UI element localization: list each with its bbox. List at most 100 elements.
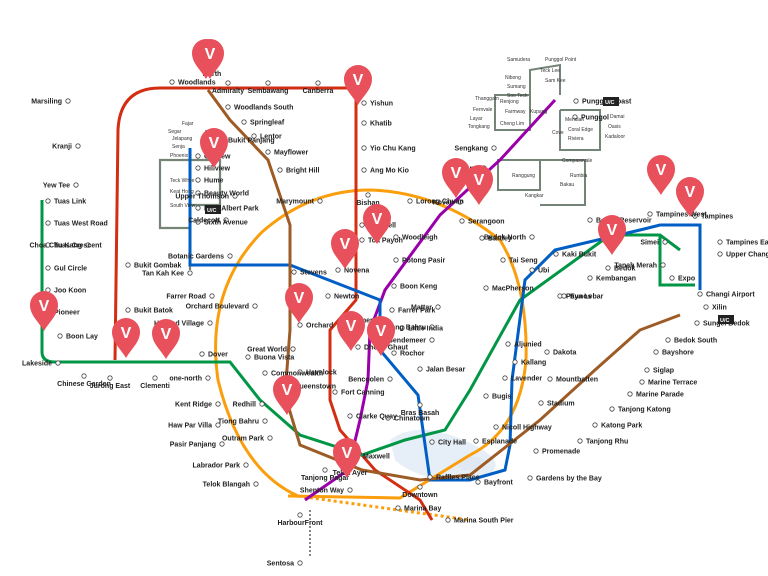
lrt-station-label[interactable]: Teck Lee [540,68,560,74]
station-label[interactable]: Expo [678,276,695,283]
lrt-station-label[interactable]: Kangkar [525,193,544,199]
station-label[interactable]: Bayfront [484,480,513,487]
map-pin-icon[interactable]: V [676,177,704,217]
station-label[interactable]: Nicoll Highway [502,425,552,432]
station-label[interactable]: Sixth Avenue [204,220,248,227]
station-label[interactable]: Bedok [614,266,636,273]
lrt-station-label[interactable]: Sumang [507,84,526,90]
station-label[interactable]: Simei [640,240,659,247]
lrt-station-label[interactable]: Ranggung [512,173,535,179]
station-label[interactable]: Caldecott [188,218,221,225]
map-pin-icon[interactable]: V [331,229,359,269]
station-label[interactable]: Tampines [701,214,733,221]
station-label[interactable]: Springleaf [250,120,285,127]
station-label[interactable]: Marymount [276,199,314,206]
station-label[interactable]: Choa Chu Kang [30,243,83,250]
map-pin-icon[interactable]: V [285,283,313,323]
lrt-station-label[interactable]: Samudera [507,57,530,63]
station-label[interactable]: Xilin [712,305,727,312]
station-label[interactable]: Gardens by the Bay [536,476,602,483]
station-label[interactable]: Novena [344,268,369,275]
station-label[interactable]: Kaki Bukit [562,252,597,259]
station-label[interactable]: Farrer Road [166,294,206,301]
station-label[interactable]: Dakota [553,350,576,357]
station-label[interactable]: Upper Changi [726,252,768,259]
station-label[interactable]: Yishun [370,101,393,108]
station-label[interactable]: Redhill [233,402,256,409]
station-label[interactable]: Queenstown [294,384,336,391]
station-label[interactable]: Maxwell [363,454,390,461]
station-label[interactable]: Yio Chu Kang [370,146,416,153]
station-label[interactable]: Marina South Pier [454,518,514,525]
map-pin-icon[interactable]: V [598,215,626,255]
station-label[interactable]: Hume [204,178,224,185]
station-label[interactable]: Toa Payoh [368,238,403,245]
map-pin-icon[interactable]: V [152,319,180,359]
map-pin-icon[interactable]: V [367,316,395,356]
station-label[interactable]: Potong Pasir [402,258,445,265]
station-label[interactable]: Sentosa [267,561,294,568]
station-label[interactable]: Gul Circle [54,266,87,273]
station-label[interactable]: Mattar [411,305,432,312]
lrt-station-label[interactable]: Nibong [505,75,521,81]
station-label[interactable]: Siglap [653,368,674,375]
lrt-station-label[interactable]: Farmway [505,109,526,115]
station-label[interactable]: Botanic Gardens [168,254,224,261]
map-pin-icon[interactable]: V [30,291,58,331]
station-label[interactable]: Bedok North [484,235,526,242]
station-label[interactable]: Pioneer [54,310,80,317]
lrt-station-label[interactable]: Meridian [565,117,584,123]
lrt-station-label[interactable]: Keat Hong [170,189,194,195]
station-label[interactable]: Khatib [370,121,392,128]
lrt-station-label[interactable]: Rumbia [570,173,587,179]
station-label[interactable]: Serangoon [468,219,505,226]
station-label[interactable]: Labrador Park [193,463,241,470]
station-label[interactable]: Bras Basah [401,410,440,417]
map-pin-icon[interactable]: V [363,204,391,244]
station-label[interactable]: Tanah Merah [614,263,657,270]
station-label[interactable]: Little India [408,326,443,333]
station-label[interactable]: Promenade [542,449,580,456]
lrt-station-label[interactable]: Kupang [530,109,547,115]
station-label[interactable]: Sembawang [248,88,289,95]
lrt-station-label[interactable]: Jelapang [172,136,193,142]
station-label[interactable]: Bedok South [674,338,717,345]
station-label[interactable]: Buona Vista [254,355,294,362]
station-label[interactable]: Bukit Gombak [134,263,182,270]
lrt-station-label[interactable]: Tongkang [468,124,490,130]
station-label[interactable]: Farrer Park [398,308,435,315]
station-label[interactable]: Upper Thomson [175,194,229,201]
station-label[interactable]: Mayflower [274,150,309,157]
station-label[interactable]: Bendemeer [388,338,426,345]
station-label[interactable]: Tai Seng [509,258,538,265]
map-pin-icon[interactable]: V [200,128,228,168]
station-label[interactable]: Tanjong Rhu [586,439,628,446]
station-label[interactable]: Downtown [402,492,437,499]
station-label[interactable]: Marine Terrace [648,380,697,387]
station-label[interactable]: Jurong East [90,383,131,390]
station-label[interactable]: Ang Mo Kio [370,168,409,175]
station-label[interactable]: Lavender [511,376,542,383]
map-pin-icon[interactable]: V [195,38,224,79]
map-pin-icon[interactable]: V [333,438,361,478]
lrt-station-label[interactable]: Layar [470,116,483,122]
station-label[interactable]: Woodlands [178,80,216,87]
station-label[interactable]: Marsiling [31,99,62,106]
lrt-station-label[interactable]: Soo Teck [507,93,528,99]
station-label[interactable]: Sengkang [455,146,488,153]
station-label[interactable]: Changi Airport [706,292,755,299]
station-label[interactable]: Clarke Quay [356,414,397,421]
lrt-station-label[interactable]: Punggol Point [545,57,577,63]
station-label[interactable]: Somerset [351,318,384,325]
station-label[interactable]: Yew Tee [43,183,70,190]
map-pin-icon[interactable]: V [112,318,140,358]
station-label[interactable]: Fort Canning [341,390,385,397]
station-label[interactable]: Bukit Batok [134,308,173,315]
station-label[interactable]: Chinatown [394,416,430,423]
station-label[interactable]: Aljunied [514,342,542,349]
station-label[interactable]: Paya Lebar [566,294,604,301]
station-label[interactable]: Bedok Reservoir [596,218,652,225]
station-label[interactable]: Joo Koon [54,288,86,295]
station-label[interactable]: Stevens [300,270,327,277]
lrt-station-label[interactable]: Oasis [608,124,621,130]
